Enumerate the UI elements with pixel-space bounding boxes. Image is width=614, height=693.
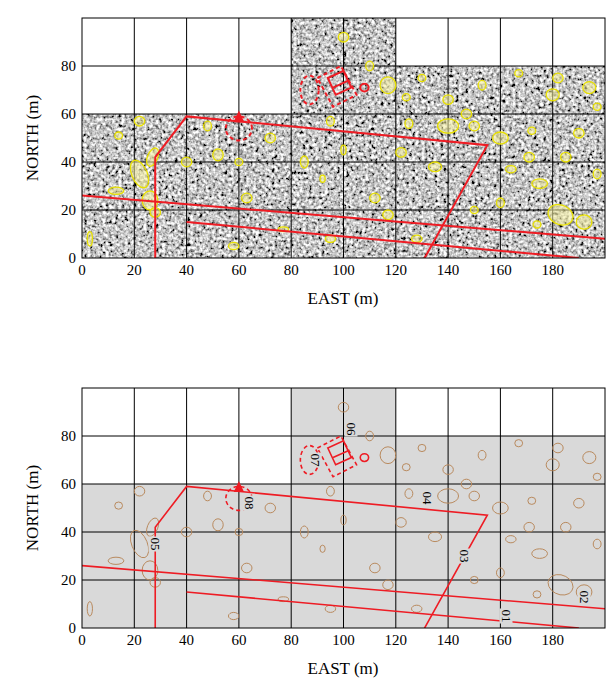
grid-line <box>82 484 605 485</box>
tick-label: 40 <box>61 155 76 170</box>
tick-label: 180 <box>541 263 564 278</box>
feature-number: 07 <box>308 453 321 468</box>
grid-line <box>291 18 292 258</box>
tick-label: 0 <box>78 263 86 278</box>
grid-line <box>134 18 135 258</box>
tick-label: 80 <box>284 633 299 648</box>
feature-number: 01 <box>499 609 512 624</box>
tick-label: 100 <box>332 263 355 278</box>
grid-lines <box>82 388 605 628</box>
grid-line <box>291 388 292 628</box>
grid-line <box>82 66 605 67</box>
tick-label: 0 <box>69 251 77 266</box>
tick-label: 100 <box>332 633 355 648</box>
feature-number: 04 <box>421 491 434 506</box>
tick-label: 60 <box>61 477 76 492</box>
tick-label: 80 <box>61 429 76 444</box>
tick-label: 0 <box>69 621 77 636</box>
tick-label: 20 <box>61 203 76 218</box>
grid-line <box>238 18 239 258</box>
tick-label: 20 <box>61 573 76 588</box>
tick-label: 140 <box>437 633 460 648</box>
tick-label: 120 <box>385 263 408 278</box>
survey-area <box>82 388 605 628</box>
tick-label: 160 <box>489 263 512 278</box>
interpreted-features <box>82 436 605 628</box>
tick-label: 40 <box>179 263 194 278</box>
grid-line <box>82 114 605 115</box>
tick-label: 60 <box>61 107 76 122</box>
feature-number: 03 <box>457 549 470 564</box>
axis-title: NORTH (m) <box>24 465 41 551</box>
tick-label: 80 <box>284 263 299 278</box>
tick-label: 140 <box>437 263 460 278</box>
plot-frame <box>82 388 605 628</box>
feature-number: 06 <box>345 421 358 436</box>
axis-title: EAST (m) <box>308 660 379 677</box>
tick-label: 60 <box>231 263 246 278</box>
grid-line <box>448 388 449 628</box>
grid-line <box>82 436 605 437</box>
feature-number: 02 <box>578 589 591 604</box>
grid-line <box>238 388 239 628</box>
tick-label: 0 <box>78 633 86 648</box>
grid-lines <box>82 18 605 258</box>
tick-label: 160 <box>489 633 512 648</box>
tick-label: 180 <box>541 633 564 648</box>
interpreted-features <box>82 66 605 258</box>
tick-label: 40 <box>179 633 194 648</box>
grid-line <box>134 388 135 628</box>
feature-number: 05 <box>149 537 162 552</box>
grid-line <box>343 18 344 258</box>
feature-number: 08 <box>243 496 256 511</box>
tick-label: 80 <box>61 59 76 74</box>
grid-line <box>500 388 501 628</box>
plot-frame <box>82 18 605 258</box>
axis-title: EAST (m) <box>308 290 379 307</box>
tick-label: 60 <box>231 633 246 648</box>
tick-label: 20 <box>127 263 142 278</box>
tick-label: 120 <box>385 633 408 648</box>
magnetometry-image <box>82 18 605 258</box>
tick-label: 40 <box>61 525 76 540</box>
axis-title: NORTH (m) <box>24 95 41 181</box>
grid-line <box>448 18 449 258</box>
tick-label: 20 <box>127 633 142 648</box>
